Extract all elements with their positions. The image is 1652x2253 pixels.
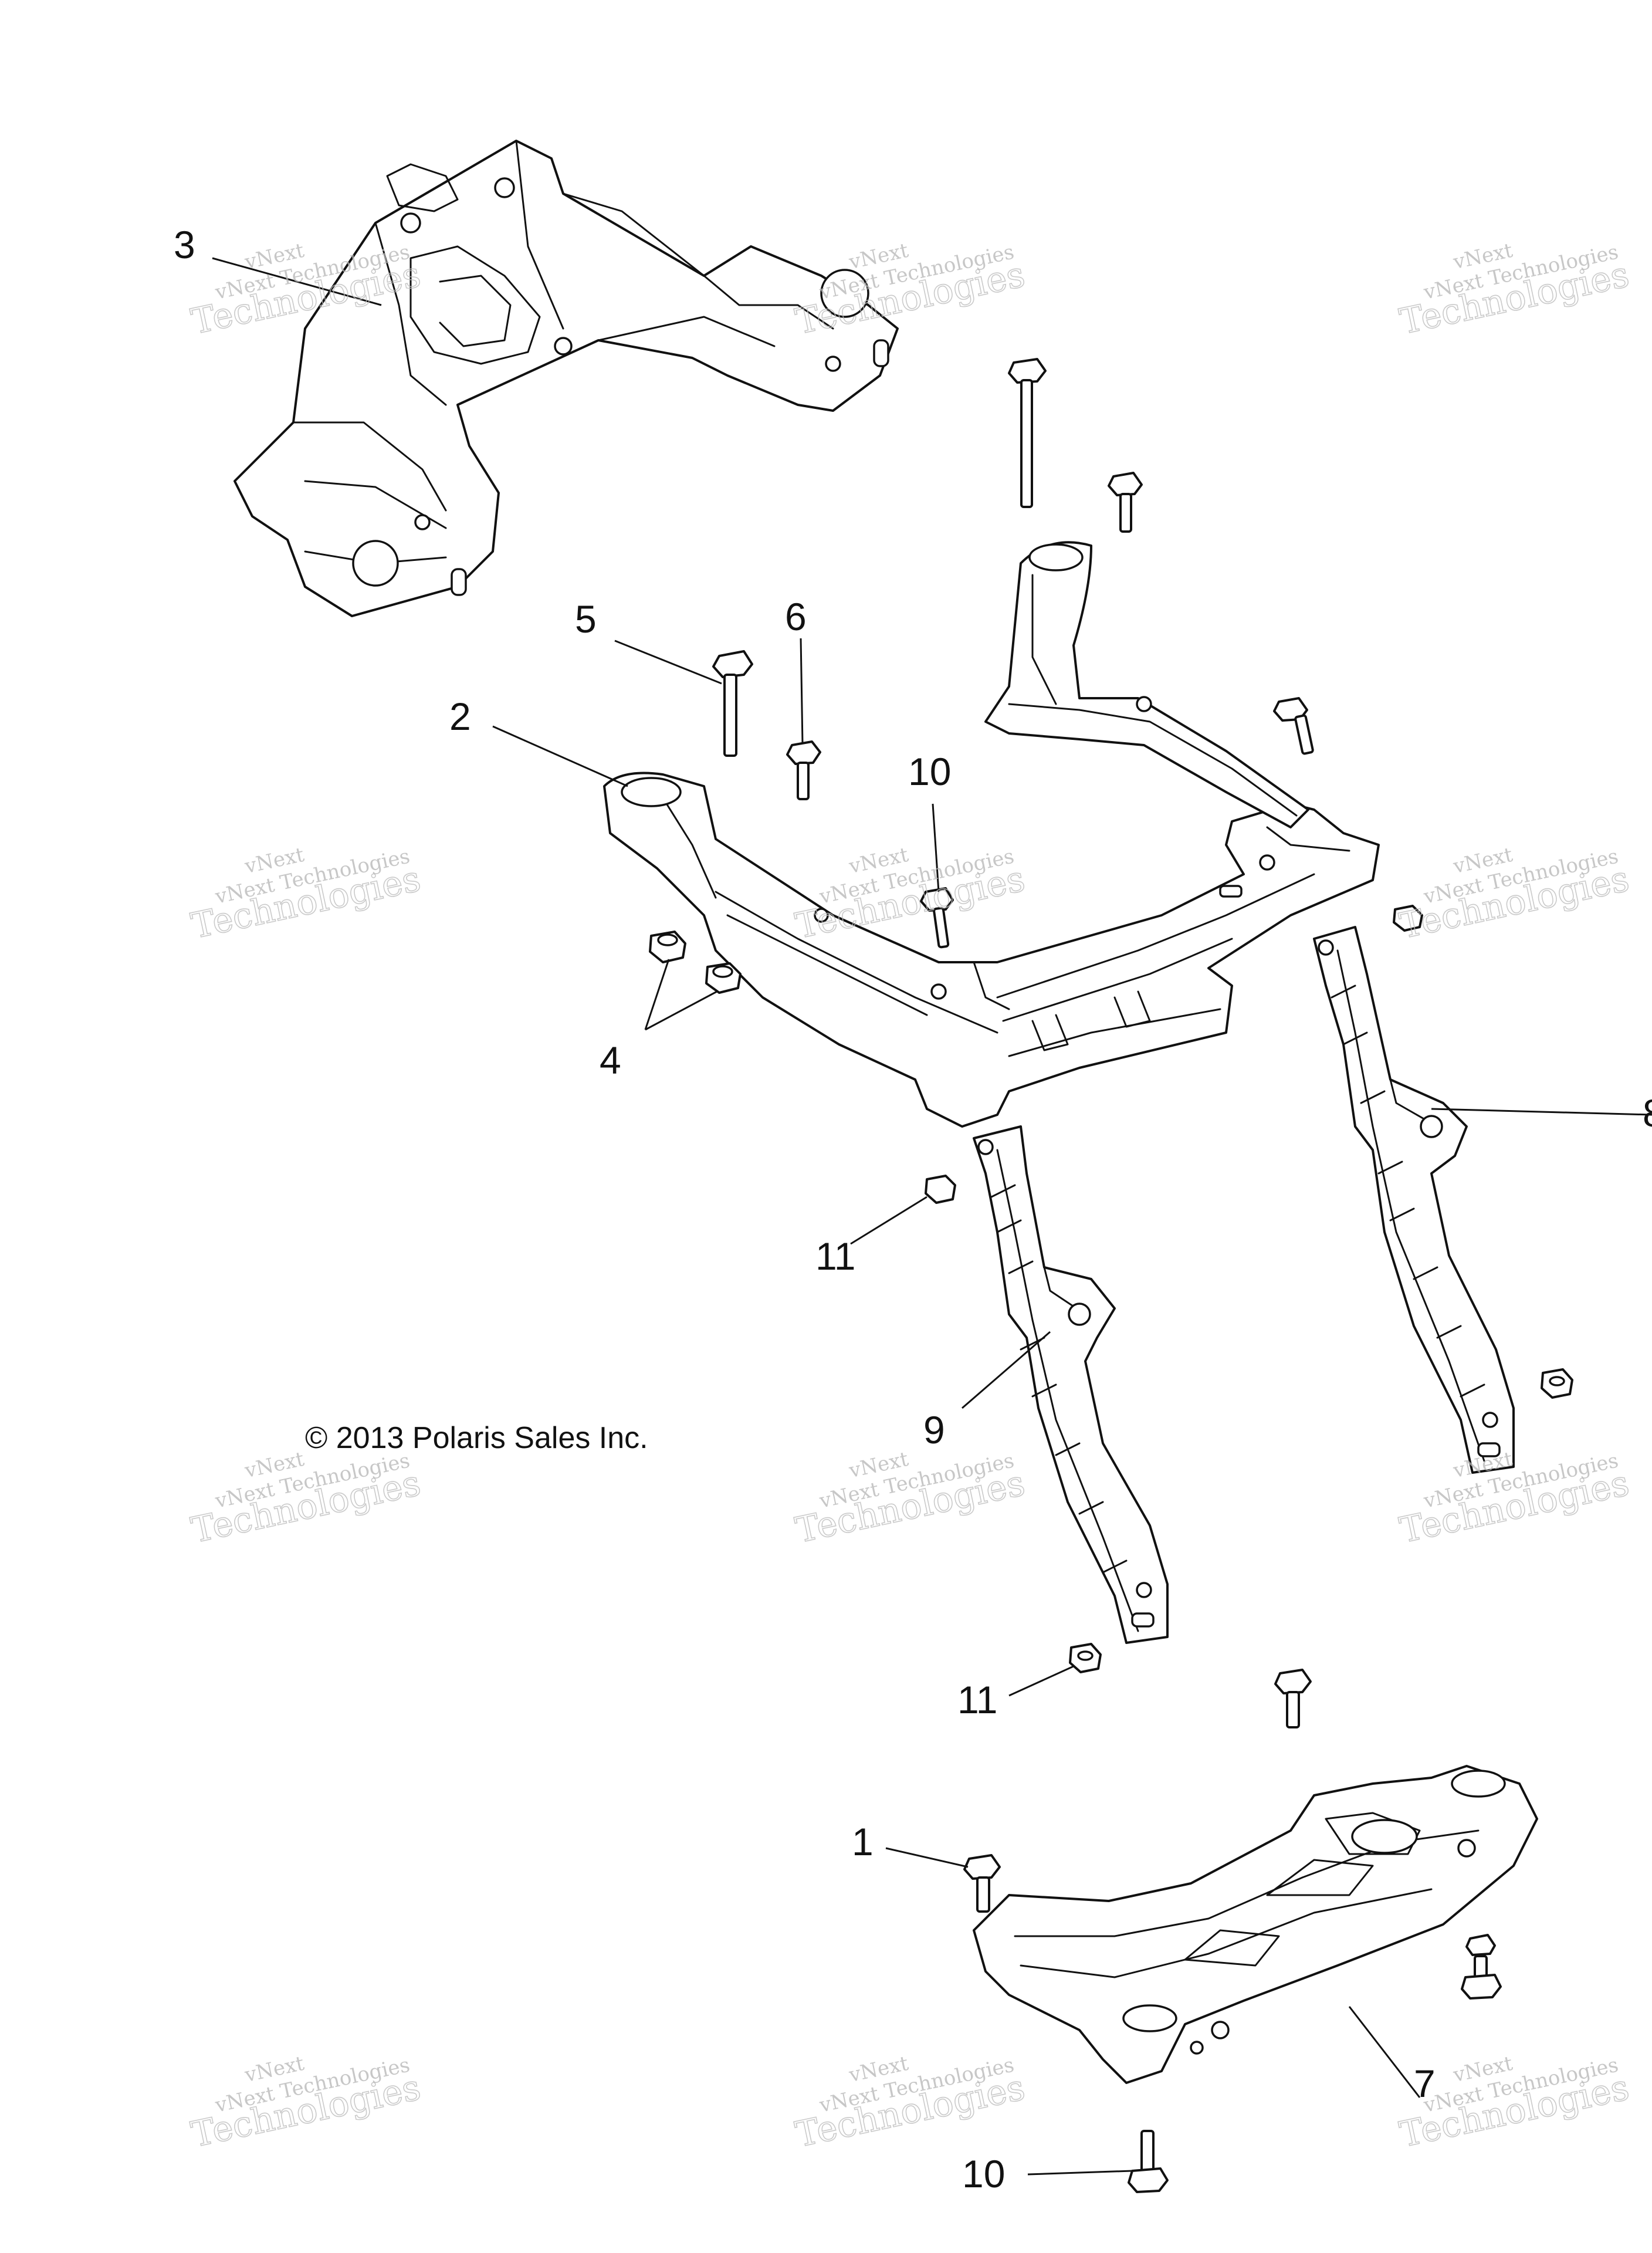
nut-11-upper [925, 1175, 956, 1204]
watermark-6: vNext vNext Technologies Technologies [1396, 843, 1633, 948]
copyright-notice: © 2013 Polaris Sales Inc. [305, 1421, 648, 1455]
bolt-top-short [1108, 472, 1143, 533]
nut-4a [649, 931, 686, 963]
watermark-11: vNext vNext Technologies Technologies [791, 2052, 1029, 2156]
leader-lines [212, 257, 1652, 2176]
nut-right-top [1393, 905, 1423, 932]
callout-11-lower: 11 [957, 1678, 998, 1721]
callout-8: 8 [1643, 1091, 1652, 1135]
part-2-crossmember [603, 772, 1380, 1128]
callout-labels: 3 5 6 2 10 4 8 11 9 11 1 7 10 [174, 223, 1652, 2196]
bolt-lower-mid [1274, 1669, 1312, 1728]
part-9-upright-bracket [973, 1125, 1169, 1644]
bolt-10-lower [1128, 2130, 1169, 2193]
watermark-4: vNext vNext Technologies Technologies [187, 843, 425, 948]
watermark-8: vNext vNext Technologies Technologies [791, 1447, 1029, 1552]
part-2-tower [984, 541, 1309, 828]
bolt-5 [712, 650, 753, 757]
part-3-upper-frame [233, 140, 899, 617]
nut-11-lower [1069, 1643, 1102, 1673]
part-7-lower-crossmember [973, 1765, 1538, 2084]
bolt-6 [786, 740, 821, 800]
watermark-10: vNext vNext Technologies Technologies [187, 2052, 425, 2156]
nut-right-low [1541, 1368, 1573, 1399]
nut-4b [705, 962, 742, 994]
callout-10-lower: 10 [962, 2152, 1005, 2196]
callout-11-upper: 11 [815, 1234, 856, 1278]
callout-6: 6 [785, 595, 807, 638]
callout-2: 2 [449, 695, 471, 738]
watermark-9: vNext vNext Technologies Technologies [1396, 1447, 1633, 1552]
callout-5: 5 [575, 597, 597, 641]
callout-10-upper: 10 [908, 750, 951, 793]
watermark-5: vNext vNext Technologies Technologies [791, 843, 1029, 948]
part-8-upright-bracket [1313, 926, 1515, 1474]
callout-3: 3 [174, 223, 195, 266]
watermark-3: vNext vNext Technologies Technologies [1396, 239, 1633, 343]
bolt-1 [963, 1854, 1001, 1913]
bolt-10-upper [920, 887, 954, 949]
callout-7: 7 [1414, 2062, 1436, 2105]
bolt-right-mid [1273, 697, 1314, 755]
callout-9: 9 [923, 1408, 945, 1452]
callout-1: 1 [852, 1820, 874, 1863]
callout-4: 4 [600, 1038, 621, 1082]
bolt-right-lower [1461, 1934, 1502, 2000]
bolt-top-long [1008, 358, 1047, 508]
